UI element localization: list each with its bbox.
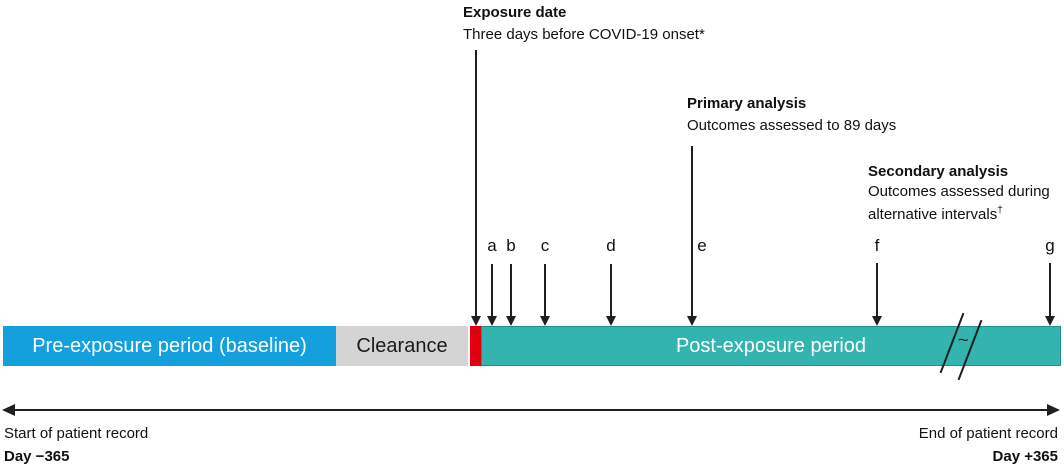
segment-clearance: Clearance	[336, 326, 468, 366]
secondary-analysis-annotation: Secondary analysis Outcomes assessed dur…	[868, 162, 1050, 224]
marker-label-g: g	[1045, 236, 1055, 255]
segment-exposure-day	[468, 326, 481, 366]
dagger-symbol: †	[997, 205, 1003, 216]
record-start-day: Day −365	[4, 448, 70, 465]
primary-analysis-title: Primary analysis	[687, 95, 807, 112]
marker-arrow-line-d	[610, 264, 612, 316]
axis-left-arrowhead-icon	[2, 404, 15, 416]
record-start-label: Start of patient record	[4, 425, 149, 442]
marker-label-d: d	[606, 236, 616, 255]
axis-right-arrowhead-icon	[1047, 404, 1060, 416]
marker-label-e: e	[697, 236, 707, 255]
segment-post-exposure: Post-exposure period	[481, 326, 1061, 366]
secondary-analysis-subtitle-line2: alternative intervals†	[868, 201, 1050, 224]
exposure-date-title: Exposure date	[463, 4, 567, 21]
marker-arrow-head-c	[540, 316, 550, 326]
exposure-date-arrow-line	[475, 50, 477, 316]
marker-arrow-head-a	[487, 316, 497, 326]
marker-arrow-line-c	[544, 264, 546, 316]
marker-arrow-head-g	[1045, 316, 1055, 326]
marker-label-c: c	[540, 236, 550, 255]
marker-arrow-line-e	[691, 146, 693, 316]
exposure-date-arrow-head	[471, 316, 481, 326]
axis-break-tilde: ~	[958, 330, 969, 350]
secondary-analysis-title: Secondary analysis	[868, 163, 1009, 180]
timeline-bar: Pre-exposure period (baseline) Clearance…	[3, 326, 1061, 366]
secondary-analysis-subtitle-line1: Outcomes assessed during	[868, 183, 1050, 200]
segment-clearance-label: Clearance	[356, 334, 448, 357]
marker-arrow-head-f	[872, 316, 882, 326]
record-end-label: End of patient record	[918, 425, 1058, 442]
primary-analysis-annotation: Primary analysis Outcomes assessed to 89…	[687, 93, 896, 138]
marker-label-b: b	[506, 236, 516, 255]
marker-arrow-head-d	[606, 316, 616, 326]
marker-arrow-line-f	[876, 263, 878, 316]
exposure-date-subtitle: Three days before COVID-19 onset*	[463, 26, 705, 43]
record-end-caption: End of patient record Day +365	[919, 422, 1058, 468]
marker-arrow-line-a	[491, 264, 493, 316]
segment-pre-exposure-label: Pre-exposure period (baseline)	[32, 334, 307, 357]
marker-label-f: f	[874, 236, 880, 255]
marker-arrow-head-b	[506, 316, 516, 326]
marker-arrow-head-e	[687, 316, 697, 326]
segment-pre-exposure: Pre-exposure period (baseline)	[3, 326, 336, 366]
record-start-caption: Start of patient record Day −365	[4, 422, 148, 468]
patient-record-axis-line	[4, 409, 1058, 411]
primary-analysis-subtitle: Outcomes assessed to 89 days	[687, 117, 897, 134]
exposure-date-annotation: Exposure date Three days before COVID-19…	[463, 2, 705, 47]
marker-arrow-line-b	[510, 264, 512, 316]
segment-post-exposure-label: Post-exposure period	[675, 334, 867, 357]
marker-arrow-line-g	[1049, 263, 1051, 316]
marker-label-a: a	[487, 236, 497, 255]
secondary-analysis-subtitle-text: alternative intervals	[868, 206, 998, 223]
record-end-day: Day +365	[992, 448, 1058, 465]
